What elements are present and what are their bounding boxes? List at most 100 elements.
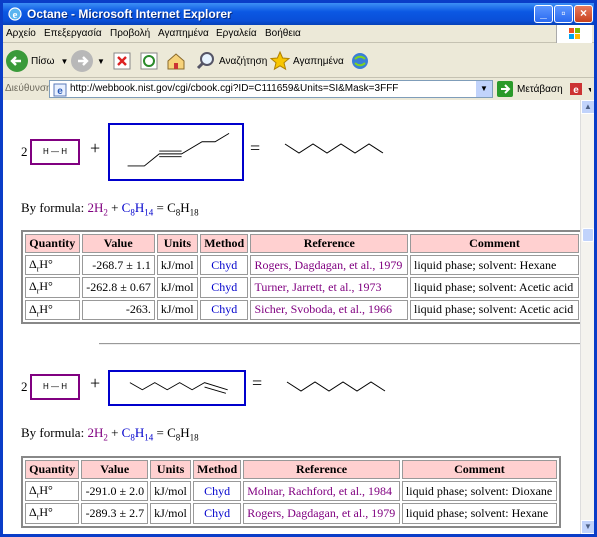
- value-cell: -263.: [81, 299, 155, 321]
- column-header: Quantity: [25, 460, 80, 479]
- address-label: Διεύθυνση: [5, 83, 52, 94]
- column-header: Quantity: [25, 234, 80, 253]
- stop-button[interactable]: [111, 48, 133, 74]
- favorites-button[interactable]: Αγαπημένα: [269, 48, 344, 74]
- address-bar: Διεύθυνση e http://webbook.nist.gov/cgi/…: [3, 79, 594, 99]
- hydrogen-label: H — H: [43, 382, 67, 391]
- method-link[interactable]: Chyd: [211, 302, 238, 317]
- column-header: Value: [81, 460, 149, 479]
- reference-link[interactable]: Sicher, Svoboda, et al., 1966: [254, 302, 392, 317]
- reference-cell: Rogers, Dagdagan, et al., 1979: [250, 255, 408, 276]
- plus-sign: +: [90, 138, 101, 158]
- address-url: http://webbook.nist.gov/cgi/cbook.cgi?ID…: [70, 83, 399, 94]
- back-dropdown-icon[interactable]: ▼: [60, 56, 69, 66]
- menu-edit[interactable]: Επεξεργασία: [44, 28, 102, 39]
- reaction-formula: By formula: 2H2 + C8H14 = C8H18: [21, 200, 199, 218]
- forward-button[interactable]: ▼: [71, 48, 105, 74]
- close-button[interactable]: ×: [574, 5, 593, 23]
- favorites-label: Αγαπημένα: [293, 55, 344, 67]
- column-header: Comment: [410, 234, 579, 253]
- table-row: ΔrH° -262.8 ± 0.67 kJ/mol Chyd Turner, J…: [25, 277, 579, 298]
- menu-file[interactable]: Αρχείο: [6, 28, 36, 39]
- svg-text:e: e: [13, 9, 18, 21]
- menu-tools[interactable]: Εργαλεία: [216, 28, 257, 39]
- method-cell: Chyd: [199, 299, 249, 321]
- units-cell: kJ/mol: [156, 255, 198, 276]
- maximize-button[interactable]: ▫: [554, 5, 573, 23]
- quantity-cell: ΔrH°: [25, 255, 80, 276]
- value-cell: -262.8 ± 0.67: [81, 277, 155, 298]
- reference-cell: Molnar, Rachford, et al., 1984: [243, 481, 400, 502]
- equals-sign: =: [250, 138, 261, 158]
- reactant-structure[interactable]: [108, 123, 244, 181]
- menu-view[interactable]: Προβολή: [110, 28, 151, 39]
- thermo-table: Quantity Value Units Method Reference Co…: [21, 456, 561, 528]
- method-cell: Chyd: [193, 481, 242, 502]
- stop-icon: [113, 52, 131, 70]
- svg-text:e: e: [573, 85, 579, 96]
- column-header: Value: [81, 234, 155, 253]
- h2-coefficient: 2: [21, 144, 28, 159]
- reference-cell: Sicher, Svoboda, et al., 1966: [250, 299, 408, 321]
- reference-link[interactable]: Rogers, Dagdagan, et al., 1979: [247, 506, 396, 521]
- scroll-down-icon[interactable]: ▼: [581, 520, 594, 534]
- scroll-up-icon[interactable]: ▲: [581, 100, 594, 114]
- go-arrow-icon: [497, 81, 513, 97]
- forward-dropdown-icon[interactable]: ▼: [97, 56, 105, 66]
- octane-structure[interactable]: [285, 376, 389, 396]
- quantity-cell: ΔrH°: [25, 481, 80, 502]
- comment-cell: liquid phase; solvent: Acetic acid: [410, 277, 579, 298]
- hydrogen-structure[interactable]: H — H: [30, 139, 80, 165]
- svg-text:e: e: [57, 86, 63, 97]
- hydrogen-structure[interactable]: H — H: [30, 374, 80, 400]
- equals-sign: =: [252, 373, 263, 393]
- column-header: Reference: [243, 460, 400, 479]
- reference-link[interactable]: Turner, Jarrett, et al., 1973: [254, 280, 382, 295]
- vertical-scrollbar[interactable]: ▲ ▼: [580, 100, 594, 534]
- reference-link[interactable]: Rogers, Dagdagan, et al., 1979: [254, 257, 403, 272]
- search-button[interactable]: Αναζήτηση: [195, 48, 267, 74]
- method-link[interactable]: Chyd: [211, 257, 238, 272]
- address-input[interactable]: e http://webbook.nist.gov/cgi/cbook.cgi?…: [49, 80, 493, 98]
- page-icon: e: [53, 83, 67, 97]
- method-cell: Chyd: [199, 255, 249, 276]
- reference-cell: Turner, Jarrett, et al., 1973: [250, 277, 408, 298]
- method-cell: Chyd: [193, 503, 242, 524]
- comment-cell: liquid phase; solvent: Dioxane: [401, 481, 557, 502]
- method-link[interactable]: Chyd: [204, 506, 231, 521]
- column-header: Units: [156, 234, 198, 253]
- title-bar: e Octane - Microsoft Internet Explorer _…: [3, 3, 594, 25]
- menu-favorites[interactable]: Αγαπημένα: [158, 28, 209, 39]
- units-cell: kJ/mol: [156, 277, 198, 298]
- method-link[interactable]: Chyd: [211, 280, 238, 295]
- reference-cell: Rogers, Dagdagan, et al., 1979: [243, 503, 400, 524]
- address-dropdown-icon[interactable]: ▼: [476, 81, 492, 97]
- menu-help[interactable]: Βοήθεια: [265, 28, 301, 39]
- home-button[interactable]: [165, 48, 187, 74]
- back-button[interactable]: Πίσω ▼: [6, 48, 68, 74]
- plus-sign: +: [90, 373, 101, 393]
- go-label: Μετάβαση: [517, 83, 563, 95]
- internet-explorer-icon: e: [8, 7, 22, 21]
- media-button[interactable]: [349, 48, 371, 74]
- page-content: 2 H — H + = By formula: 2H2 + C8H14 = C8…: [3, 100, 580, 534]
- reactant-structure[interactable]: [108, 370, 246, 406]
- minimize-button[interactable]: _: [534, 5, 553, 23]
- go-button[interactable]: Μετάβαση: [497, 80, 563, 98]
- column-header: Units: [150, 460, 192, 479]
- refresh-button[interactable]: [138, 48, 160, 74]
- method-link[interactable]: Chyd: [204, 483, 231, 498]
- comment-cell: liquid phase; solvent: Hexane: [410, 255, 579, 276]
- scroll-thumb[interactable]: [582, 228, 594, 242]
- reference-link[interactable]: Molnar, Rachford, et al., 1984: [247, 483, 393, 498]
- refresh-icon: [140, 52, 158, 70]
- svg-text:▼: ▼: [587, 87, 591, 94]
- column-header: Comment: [401, 460, 557, 479]
- value-cell: -289.3 ± 2.7: [81, 503, 149, 524]
- octane-structure[interactable]: [283, 138, 387, 158]
- table-header-row: Quantity Value Units Method Reference Co…: [25, 234, 579, 253]
- links-icon[interactable]: e▼: [569, 81, 591, 97]
- units-cell: kJ/mol: [156, 299, 198, 321]
- table-row: ΔrH° -291.0 ± 2.0 kJ/mol Chyd Molnar, Ra…: [25, 481, 557, 502]
